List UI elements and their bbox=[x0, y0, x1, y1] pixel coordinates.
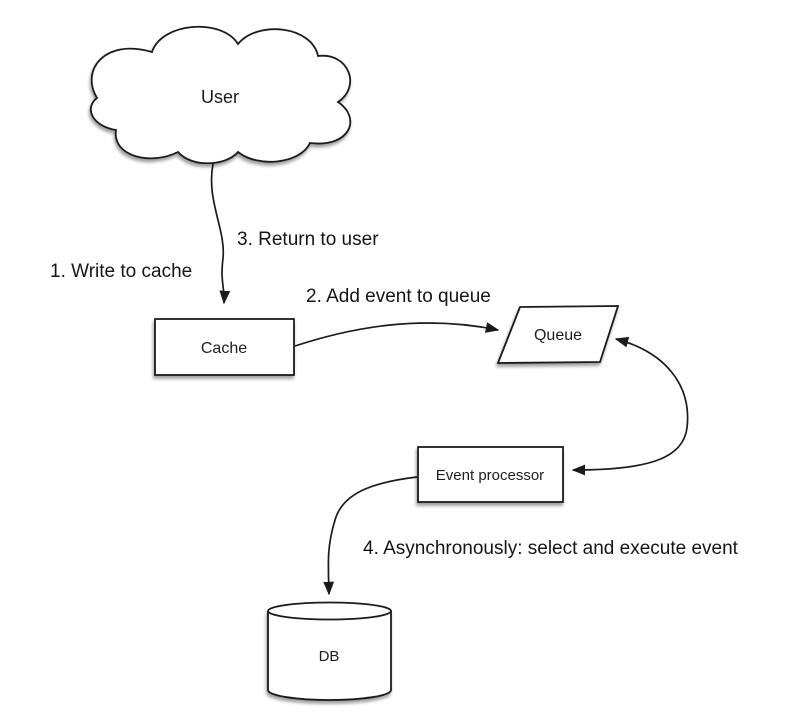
edge-queue-event-processor-double-arrow bbox=[571, 336, 689, 476]
node-cache: Cache bbox=[154, 318, 295, 376]
step4-label: 4. Asynchronously: select and execute ev… bbox=[363, 538, 739, 559]
node-db: DB bbox=[267, 601, 392, 701]
db-label: DB bbox=[319, 648, 340, 665]
step2-label: 2. Add event to queue bbox=[306, 286, 491, 307]
node-event-processor: Event processor bbox=[417, 446, 564, 503]
cache-label: Cache bbox=[201, 340, 247, 357]
user-label: User bbox=[201, 87, 239, 107]
edge-user-to-cache bbox=[210, 163, 231, 305]
event-processor-rect-shape bbox=[417, 446, 564, 503]
cache-rect-shape bbox=[154, 318, 295, 376]
db-cylinder-shape bbox=[267, 601, 392, 701]
queue-parallelogram-shape bbox=[496, 305, 620, 364]
queue-label: Queue bbox=[534, 327, 582, 344]
event-processor-label: Event processor bbox=[436, 467, 544, 484]
step1-label: 1. Write to cache bbox=[50, 261, 192, 282]
node-user: User bbox=[90, 25, 352, 165]
node-queue: Queue bbox=[496, 305, 620, 364]
step3-label: 3. Return to user bbox=[237, 229, 379, 250]
edge-event-processor-to-db bbox=[323, 476, 418, 596]
edge-cache-to-queue bbox=[294, 322, 500, 347]
user-cloud-shape bbox=[90, 25, 352, 165]
